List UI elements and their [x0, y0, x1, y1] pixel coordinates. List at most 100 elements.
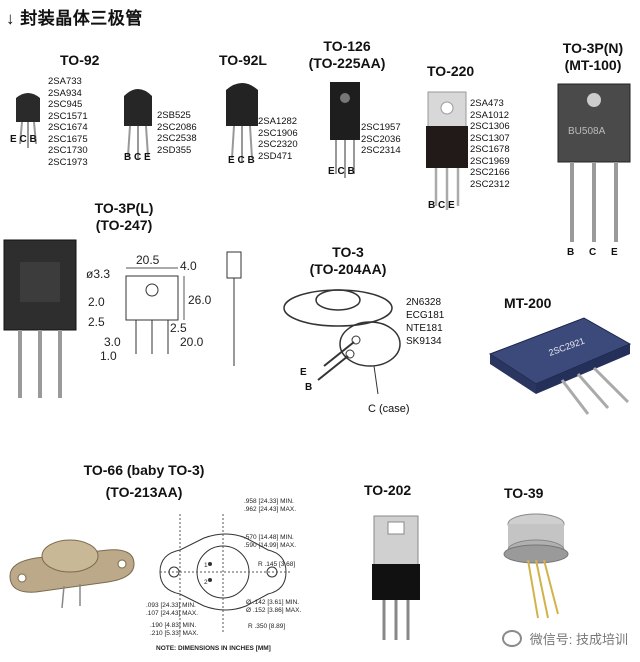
to92-part-list-2: 2SB525 2SC2086 2SC2538 2SD355	[157, 110, 197, 156]
part-number: 2SD355	[157, 144, 192, 156]
to126-pins: E C B	[328, 166, 355, 177]
part-number: 2SC1969	[470, 155, 510, 167]
part-number: 2SA1012	[470, 109, 510, 121]
to66-pin-1: 1	[204, 562, 208, 569]
to66-dim-h: .093 [24.33] MIN.	[146, 602, 196, 609]
to66-dim-c: .570 [14.48] MIN.	[244, 534, 294, 541]
to66-label: TO-66 (baby TO-3) (TO-213AA)	[64, 462, 224, 501]
part-number: 2SD471	[258, 150, 293, 162]
to247-dim-d6: 2.5	[88, 315, 105, 329]
part-number: 2SC2538	[157, 133, 197, 144]
to247-dim-hole: ø3.3	[86, 267, 110, 281]
part-number: 2SA473	[470, 98, 504, 109]
to3pn-label: TO-3P(N) (MT-100)	[552, 40, 634, 74]
to92l-image	[226, 83, 258, 162]
to247-dim-height: 26.0	[188, 293, 212, 307]
to3pl-alt-name: (TO-247)	[95, 217, 153, 233]
mt200-image: 2SC2921	[488, 317, 632, 415]
to247-dim-lead-length: 20.0	[180, 335, 204, 349]
part-number: 2SC1675	[48, 133, 88, 145]
to92-medium-image	[124, 89, 152, 160]
to3-part-list: 2N6328 ECG181 NTE181 SK9134	[406, 296, 444, 348]
to92l-label: TO-92L	[219, 52, 267, 68]
to66-dim-e: R .145 [3.68]	[258, 561, 295, 568]
part-number: 2SC1674	[48, 122, 88, 133]
to3pl-name: TO-3P(L)	[94, 200, 154, 216]
part-number: 2SA733	[48, 76, 82, 87]
part-number: 2SC1571	[48, 110, 88, 122]
to3-alt-name: (TO-204AA)	[309, 261, 387, 277]
part-number: 2SC1307	[470, 132, 510, 144]
to3-name: TO-3	[332, 244, 364, 260]
part-number: 2N6328	[406, 297, 442, 308]
to126-part-list: 2SC1957 2SC2036 2SC2314	[361, 122, 401, 157]
to66-dim-note: NOTE: DIMENSIONS IN INCHES [MM]	[156, 645, 271, 652]
part-number: 2SC1957	[361, 122, 401, 133]
part-number: 2SC1306	[470, 121, 510, 132]
part-number: 2SC2312	[470, 178, 510, 190]
page-title-text: 封装晶体三极管	[20, 9, 143, 28]
to66-dim-a: .958 [24.33] MIN.	[244, 498, 294, 505]
to39-image	[503, 513, 569, 619]
part-number: 2SA934	[48, 87, 82, 99]
to3pn-marking: BU508A	[568, 126, 606, 137]
to92l-part-list: 2SA1282 2SC1906 2SC2320 2SD471	[258, 116, 298, 162]
part-number: 2SC2320	[258, 139, 298, 150]
to66-name: TO-66 (baby TO-3)	[83, 462, 205, 478]
to66-dim-k: .190 [4.83] MIN.	[150, 622, 196, 629]
to202-image	[372, 515, 420, 640]
to126-name: TO-126	[323, 38, 371, 54]
to66-dim-l: .210 [5.33] MAX.	[150, 630, 199, 637]
part-number: SK9134	[406, 336, 442, 347]
part-number: 2SC1973	[48, 156, 88, 168]
mt200-label: MT-200	[504, 295, 552, 311]
to66-dim-j: R .350 [8.89]	[248, 623, 285, 630]
to92-part-list: 2SA733 2SA934 2SC945 2SC1571 2SC1674 2SC…	[48, 76, 88, 168]
to247-dimension-drawing: ø3.3 20.5 4.0 2.0 26.0 2.5 2.5 3.0 20.0 …	[86, 251, 242, 366]
to3pl-image	[3, 239, 77, 398]
to3-collector: C (case)	[368, 403, 410, 415]
to3-emitter: E	[300, 367, 307, 378]
to66-dim-b: .962 [24.43] MAX.	[244, 506, 296, 513]
to3pl-label: TO-3P(L) (TO-247)	[84, 200, 164, 234]
to66-dim-i: .107 [24.43] MAX.	[146, 610, 198, 617]
to247-dim-d4: 2.0	[88, 295, 105, 309]
part-number: 2SC1730	[48, 145, 88, 156]
to247-dim-width: 20.5	[136, 253, 160, 267]
to92l-pins: E C B	[228, 155, 255, 166]
to92-label: TO-92	[60, 52, 100, 68]
to66-dim-g: Ø .152 [3.86] MAX.	[246, 607, 301, 614]
to66-pin-2: 2	[204, 579, 208, 586]
part-number: 2SA1282	[258, 116, 298, 127]
to66-dimension-drawing: 1 2 .958 [24.33] MIN. .962 [24.43] MAX. …	[146, 498, 301, 652]
to220-pins: B C E	[428, 200, 455, 211]
to92-small-image	[16, 93, 40, 148]
to3pn-pins: B C E	[567, 247, 618, 258]
to3-base: B	[305, 382, 313, 393]
to220-label: TO-220	[427, 63, 475, 79]
part-number: ECG181	[406, 310, 445, 321]
to66-image	[9, 539, 135, 609]
to220-part-list: 2SA473 2SA1012 2SC1306 2SC1307 2SC1678 2…	[470, 98, 510, 190]
to3pn-alt-name: (MT-100)	[564, 57, 622, 73]
part-number: 2SC2166	[470, 167, 510, 178]
to92-pins-2: B C E	[124, 152, 151, 163]
part-number: NTE181	[406, 323, 443, 334]
to3pn-name: TO-3P(N)	[562, 40, 624, 56]
part-number: 2SC1906	[258, 127, 298, 139]
to3pn-image: BU508A	[557, 83, 631, 242]
to66-alt-name: (TO-213AA)	[105, 484, 183, 500]
to66-dim-d: .590 [14.99] MAX.	[244, 542, 296, 549]
to3-image	[283, 289, 401, 395]
to39-label: TO-39	[504, 485, 544, 501]
to126-alt-name: (TO-225AA)	[308, 55, 386, 71]
to92-pins: E C B	[10, 134, 37, 145]
to220-image	[426, 91, 468, 210]
watermark: 微信号: 技成培训	[502, 629, 628, 648]
part-number: 2SC2086	[157, 121, 197, 133]
to247-dim-d7: 2.5	[170, 321, 187, 335]
part-number: 2SB525	[157, 110, 191, 121]
part-number: 2SC1678	[470, 144, 510, 155]
part-number: 2SC945	[48, 99, 83, 110]
to126-image	[330, 82, 360, 178]
